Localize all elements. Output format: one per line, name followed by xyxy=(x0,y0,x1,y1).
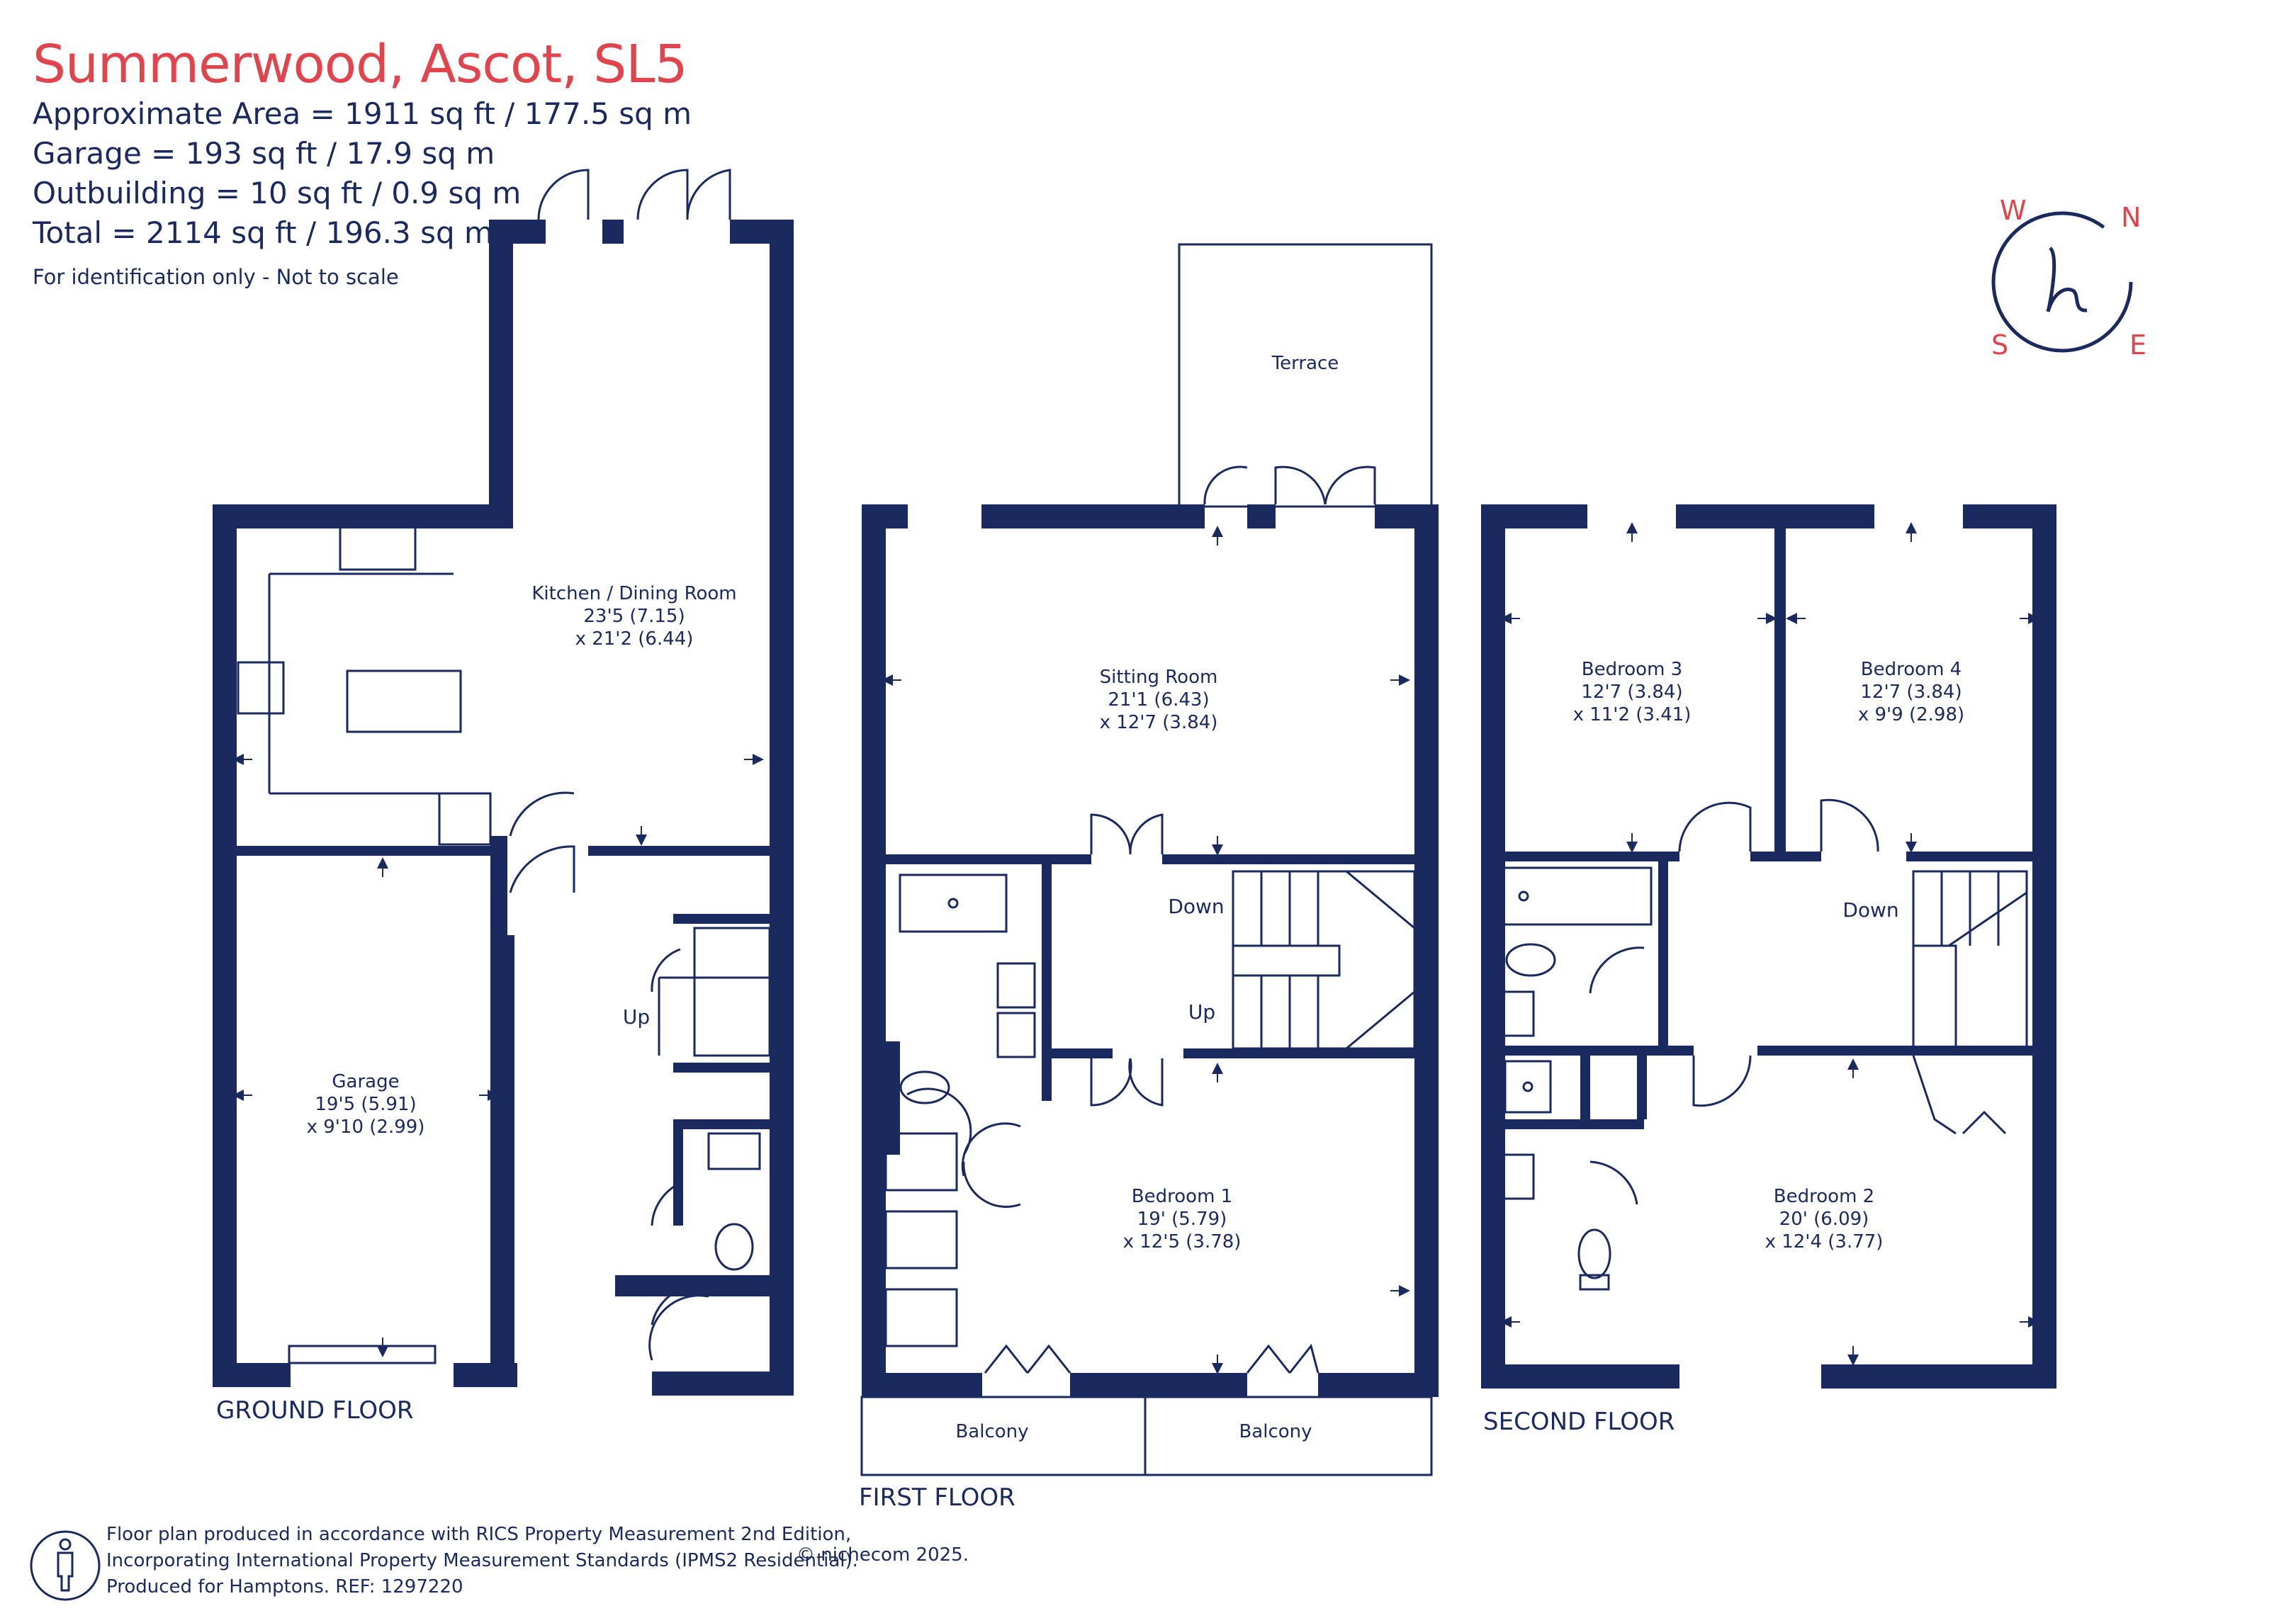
page-title: Summerwood, Ascot, SL5 xyxy=(33,34,688,95)
balcony-left-label: Balcony xyxy=(955,1421,1028,1442)
bedroom1-dim1: 19' (5.79) xyxy=(1137,1209,1227,1230)
compass-logo-icon: W N S E xyxy=(1991,195,2146,361)
approx-area: Approximate Area = 1911 sq ft / 177.5 sq… xyxy=(33,96,692,131)
compass-south: S xyxy=(1991,329,2008,361)
dimension-arrows xyxy=(232,522,2039,1374)
first-floor-fixtures xyxy=(860,243,1433,1476)
copyright: © nichecom 2025. xyxy=(797,1544,969,1566)
bedroom4-label: Bedroom 4 xyxy=(1861,659,1962,680)
bedroom3-dim1: 12'7 (3.84) xyxy=(1581,682,1682,703)
first-floor-label: FIRST FLOOR xyxy=(859,1483,1015,1512)
outbuilding-area: Outbuilding = 10 sq ft / 0.9 sq m xyxy=(33,176,522,210)
bedroom2-dim2: x 12'4 (3.77) xyxy=(1765,1231,1884,1252)
first-stairs-down-label: Down xyxy=(1168,895,1224,918)
bedroom3-dim2: x 11'2 (3.41) xyxy=(1573,704,1692,725)
garage-dim1: 19'5 (5.91) xyxy=(315,1094,416,1115)
bedroom1-label: Bedroom 1 xyxy=(1132,1186,1232,1207)
ground-floor-labels: Kitchen / Dining Room 23'5 (7.15) x 21'2… xyxy=(216,583,737,1425)
kitchen-dim2: x 21'2 (6.44) xyxy=(575,628,694,650)
second-floor-labels: Bedroom 3 12'7 (3.84) x 11'2 (3.41) Bedr… xyxy=(1483,659,1964,1436)
garage-area: Garage = 193 sq ft / 17.9 sq m xyxy=(33,136,495,171)
second-floor-label: SECOND FLOOR xyxy=(1483,1408,1675,1436)
first-floor-plan xyxy=(862,504,1439,1397)
footer-line1: Floor plan produced in accordance with R… xyxy=(106,1524,852,1545)
sitting-room-dim2: x 12'7 (3.84) xyxy=(1100,712,1218,733)
second-stairs-down-label: Down xyxy=(1842,898,1898,922)
sitting-room-dim1: 21'1 (6.43) xyxy=(1108,689,1209,711)
compass-east: E xyxy=(2129,329,2146,361)
compass-north: N xyxy=(2121,202,2141,233)
garage-dim2: x 9'10 (2.99) xyxy=(307,1116,425,1138)
first-stairs-up-label: Up xyxy=(1188,1000,1215,1024)
terrace-label: Terrace xyxy=(1271,353,1339,374)
kitchen-dim1: 23'5 (7.15) xyxy=(583,606,685,627)
first-floor-labels: Terrace Sitting Room 21'1 (6.43) x 12'7 … xyxy=(859,353,1339,1512)
ground-floor-plan xyxy=(213,220,794,1396)
sitting-room-label: Sitting Room xyxy=(1100,667,1218,688)
footer-line3: Produced for Hamptons. REF: 1297220 xyxy=(106,1576,463,1597)
disclaimer-note: For identification only - Not to scale xyxy=(33,265,399,289)
bedroom2-dim1: 20' (6.09) xyxy=(1779,1209,1869,1230)
stairs-up-label: Up xyxy=(623,1005,650,1029)
second-floor-fixtures xyxy=(1501,798,2028,1291)
ground-floor-fixtures xyxy=(237,169,771,1364)
balcony-right-label: Balcony xyxy=(1239,1421,1312,1442)
kitchen-label: Kitchen / Dining Room xyxy=(531,583,736,604)
bedroom3-label: Bedroom 3 xyxy=(1582,659,1682,680)
garage-label: Garage xyxy=(332,1071,399,1092)
bedroom1-dim2: x 12'5 (3.78) xyxy=(1123,1231,1242,1252)
ground-floor-label: GROUND FLOOR xyxy=(216,1396,413,1425)
bedroom4-dim1: 12'7 (3.84) xyxy=(1860,682,1962,703)
footer-text: Floor plan produced in accordance with R… xyxy=(106,1522,858,1600)
bedroom4-dim2: x 9'9 (2.98) xyxy=(1858,704,1964,725)
bedroom2-label: Bedroom 2 xyxy=(1774,1186,1874,1207)
second-floor-plan xyxy=(1481,504,2056,1389)
total-area: Total = 2114 sq ft / 196.3 sq m xyxy=(33,215,493,250)
footer-line2: Incorporating International Property Mea… xyxy=(106,1550,858,1571)
compass-west: W xyxy=(2000,195,2027,226)
person-icon xyxy=(30,1530,101,1601)
